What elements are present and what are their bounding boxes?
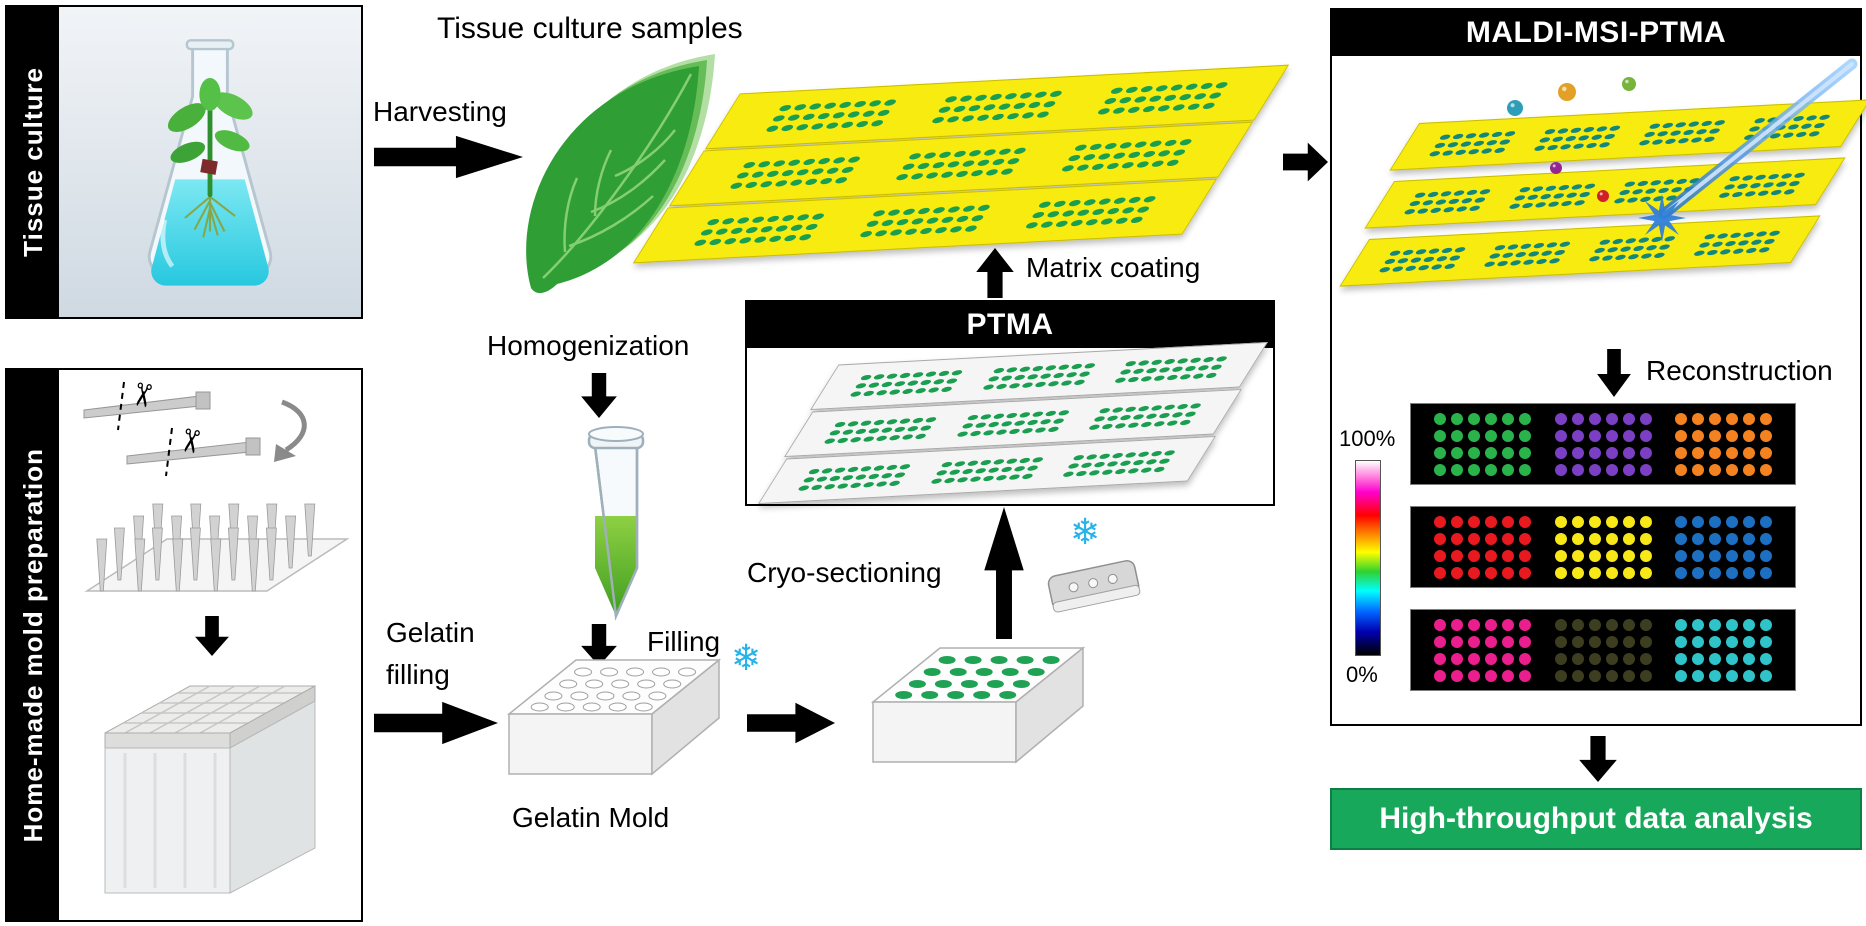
mold-prep-side-label: Home-made mold preparation bbox=[17, 447, 48, 843]
dot-group bbox=[1061, 449, 1177, 477]
laser-impact-star bbox=[1638, 194, 1686, 242]
tip-array-illustration bbox=[84, 503, 350, 592]
matrix-coating-arrow bbox=[976, 248, 1014, 298]
mold-prep-content: ✂ ✂ bbox=[59, 370, 361, 920]
mold-box-photo bbox=[104, 685, 316, 894]
dot-group bbox=[894, 147, 1028, 181]
dot-group bbox=[1674, 618, 1772, 682]
dot-group bbox=[823, 416, 939, 444]
mold-prep-down-arrow bbox=[195, 616, 229, 656]
homogenization-label: Homogenization bbox=[487, 330, 690, 361]
mesh-grid bbox=[123, 685, 302, 734]
high-throughput-banner: High-throughput data analysis bbox=[1330, 788, 1862, 850]
gelatin-filling-label: Gelatin filling bbox=[386, 612, 475, 696]
laser-and-ions-overlay bbox=[1507, 58, 1858, 242]
gelatin-mold-illustration bbox=[506, 658, 722, 776]
gelatin-filling-arrow bbox=[374, 701, 498, 745]
pipette-tips-cutting-illustration: ✂ ✂ bbox=[83, 379, 307, 477]
dot-group bbox=[1024, 195, 1158, 229]
dot-group bbox=[728, 156, 862, 190]
tube-illustration bbox=[587, 426, 645, 621]
matrix-coating-label: Matrix coating bbox=[1026, 252, 1201, 283]
snowflake-icon: ❄ bbox=[731, 637, 762, 678]
dot-group bbox=[764, 99, 898, 133]
harvesting-arrow bbox=[374, 135, 523, 179]
dot-group bbox=[1087, 402, 1203, 430]
to-analysis-arrow bbox=[1579, 736, 1617, 782]
dot-group bbox=[981, 362, 1097, 390]
dot-group bbox=[1554, 412, 1652, 476]
frozen-mold-illustration bbox=[870, 646, 1086, 764]
maldi-panel: MALDI-MSI-PTMA Reconstruction 100% 0% bbox=[1330, 8, 1866, 726]
dot-group bbox=[797, 463, 913, 491]
dot-group bbox=[1113, 355, 1229, 383]
dot-group bbox=[1554, 618, 1652, 682]
scale-top-label: 100% bbox=[1339, 426, 1396, 451]
mold-prep-side-strip: Home-made mold preparation bbox=[7, 370, 59, 920]
leaf-veins bbox=[542, 73, 693, 279]
dot-group bbox=[692, 213, 826, 247]
gelatin-filling-line2: filling bbox=[386, 659, 450, 690]
tissue-culture-photo bbox=[59, 7, 361, 317]
scissors-icon: ✂ bbox=[122, 379, 162, 412]
cryo-sectioning-label: Cryo-sectioning bbox=[747, 557, 942, 588]
snowflake-icon: ❄ bbox=[1070, 511, 1101, 552]
tissue-culture-samples-label: Tissue culture samples bbox=[437, 12, 743, 45]
plant-roots bbox=[184, 190, 236, 238]
gelatin-filling-line1: Gelatin bbox=[386, 617, 475, 648]
curved-arrow bbox=[281, 399, 307, 453]
ion-image-panel-2 bbox=[1410, 506, 1796, 588]
tissue-culture-panel: Tissue culture bbox=[5, 5, 363, 319]
ion-image-panel-3 bbox=[1410, 609, 1796, 691]
reconstruction-arrow bbox=[1597, 349, 1631, 397]
scissors-icon: ✂ bbox=[170, 425, 210, 458]
desorbed-ion-balls bbox=[1507, 77, 1636, 202]
dot-group bbox=[849, 369, 965, 397]
flask-illustration bbox=[147, 39, 273, 286]
plant-leaves bbox=[167, 78, 253, 163]
dot-group bbox=[1096, 81, 1230, 115]
leaf-illustration bbox=[526, 54, 715, 294]
frozen-sample-wells bbox=[895, 656, 1060, 699]
razor-blade-icon bbox=[1047, 560, 1141, 613]
dot-group bbox=[930, 90, 1064, 124]
filling-label: Filling bbox=[647, 626, 721, 657]
to-maldi-arrow bbox=[1283, 142, 1328, 182]
gelatin-mold-label: Gelatin Mold bbox=[512, 802, 670, 833]
tissue-culture-side-strip: Tissue culture bbox=[7, 7, 59, 317]
ptma-panel: PTMA bbox=[745, 300, 1275, 506]
reconstruction-label: Reconstruction bbox=[1646, 355, 1833, 386]
cryo-sectioning-arrow bbox=[984, 507, 1024, 639]
gelatin-mold-wells bbox=[530, 667, 697, 712]
harvesting-label: Harvesting bbox=[373, 96, 507, 127]
freezing-arrow bbox=[747, 702, 835, 744]
tissue-culture-side-label: Tissue culture bbox=[17, 67, 48, 257]
ptma-title: PTMA bbox=[747, 302, 1273, 348]
dot-group bbox=[1674, 515, 1772, 579]
dot-group bbox=[1060, 138, 1194, 172]
dot-group bbox=[1434, 515, 1532, 579]
homogenization-arrow bbox=[581, 373, 617, 418]
intensity-color-scale bbox=[1355, 460, 1381, 656]
mold-prep-panel: Home-made mold preparation ✂ ✂ bbox=[5, 368, 363, 922]
dot-group bbox=[1674, 412, 1772, 476]
maldi-title: MALDI-MSI-PTMA bbox=[1332, 10, 1860, 56]
dot-group bbox=[1434, 618, 1532, 682]
dot-group bbox=[955, 409, 1071, 437]
scale-bottom-label: 0% bbox=[1346, 662, 1378, 687]
dot-group bbox=[858, 204, 992, 238]
dot-group bbox=[1554, 515, 1652, 579]
dot-group bbox=[1434, 412, 1532, 476]
ion-image-panel-1 bbox=[1410, 403, 1796, 485]
dot-group bbox=[929, 456, 1045, 484]
